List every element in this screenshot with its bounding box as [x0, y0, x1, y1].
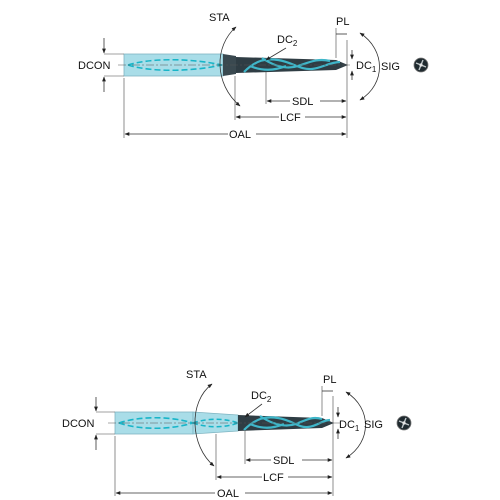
oal-label: OAL [229, 129, 251, 141]
coolant-channel [118, 417, 194, 429]
sdl-label: SDL [273, 455, 294, 467]
sta-arc [194, 383, 215, 467]
dc1-label: DC1 [339, 419, 360, 433]
dc1-label: DC1 [356, 60, 377, 74]
extension-lines [104, 28, 348, 138]
lcf-label: LCF [263, 472, 284, 484]
sig-label: SIG [381, 61, 400, 73]
drill-figure-bottom: DCON STA DC2 PL DC1 SIG SDL [62, 369, 412, 500]
pl-label: PL [323, 374, 336, 386]
drill-figure-top: DCON STA DC2 PL DC1 SIG SDL [78, 12, 429, 141]
dcon-label: DCON [78, 60, 110, 72]
sdl-label: SDL [292, 96, 313, 108]
oal-label: OAL [217, 488, 239, 500]
dc2-leader [265, 47, 287, 61]
sig-arc [345, 391, 366, 459]
sta-arc [219, 26, 241, 107]
drill-end-view-icon [413, 57, 429, 73]
coolant-channel [192, 418, 239, 428]
dc2-label: DC2 [251, 390, 272, 404]
drill-end-view-icon [396, 415, 412, 431]
dc2-leader [244, 403, 263, 418]
sta-label: STA [186, 369, 207, 381]
extension-lines [96, 386, 334, 496]
sig-label: SIG [364, 419, 383, 431]
sig-arc [359, 32, 380, 101]
pl-label: PL [336, 16, 349, 28]
sta-label: STA [209, 12, 230, 24]
dcon-label: DCON [62, 418, 94, 430]
coolant-channel [127, 58, 223, 72]
lcf-label: LCF [280, 112, 301, 124]
dc2-label: DC2 [277, 34, 298, 48]
